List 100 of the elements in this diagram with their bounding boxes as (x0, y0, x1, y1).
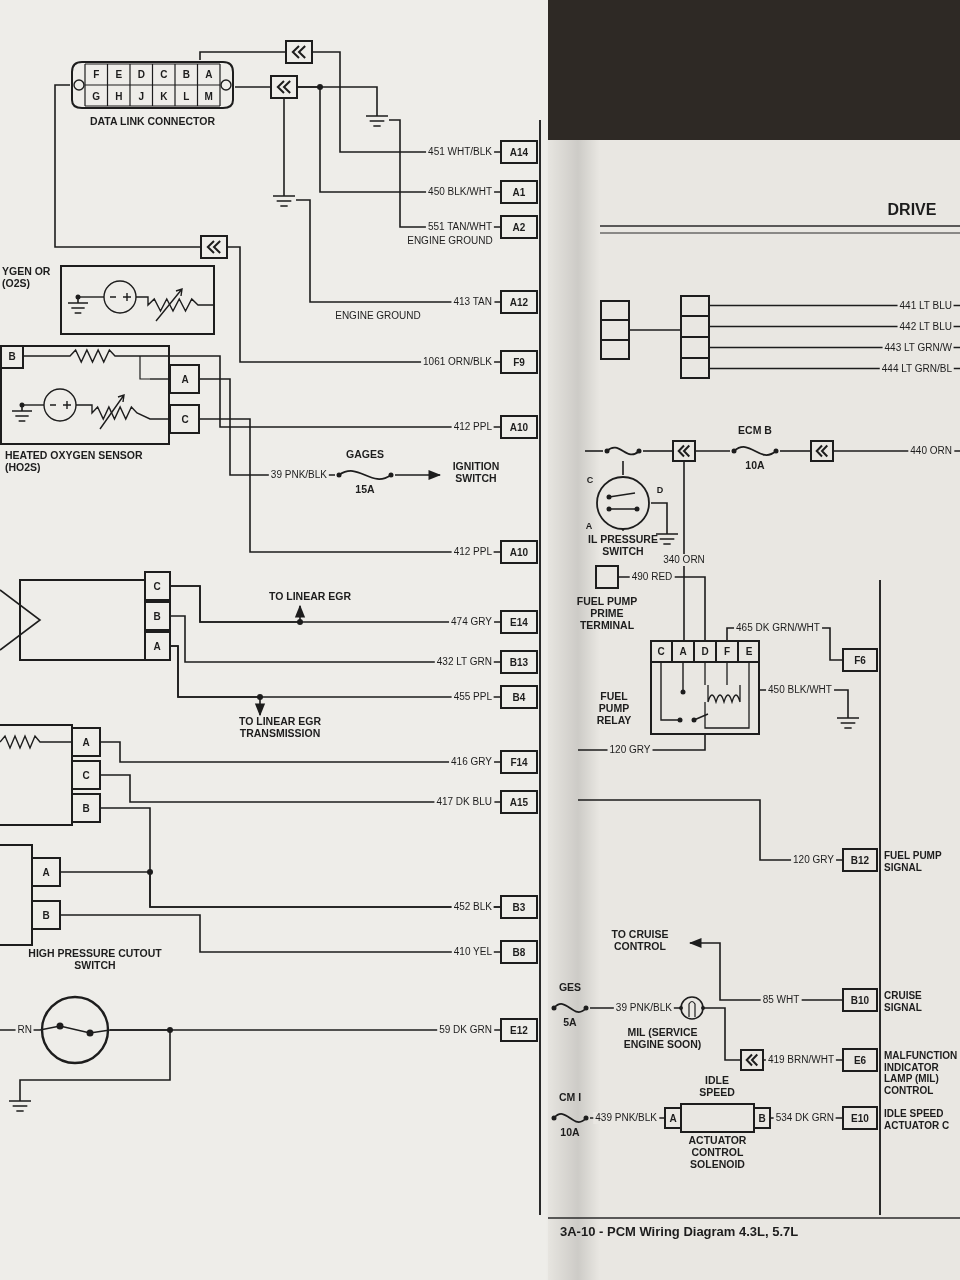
pin-letter: B (182, 68, 190, 80)
wire-label: 410 YEL (451, 946, 494, 958)
page-footer-caption: 3A-10 - PCM Wiring Diagram 4.3L, 5.7L (560, 1224, 799, 1239)
wire (169, 645, 266, 717)
signal-label: FUEL PUMP SIGNAL (884, 850, 943, 873)
ground-label: ENGINE GROUND (335, 309, 421, 321)
component-label: 10A (744, 459, 766, 472)
component-label: ECM B (737, 424, 773, 437)
wire (234, 86, 271, 88)
component-label: 5A (562, 1016, 578, 1029)
component-label: GAGES (345, 448, 385, 461)
wire-label: 490 RED (629, 571, 675, 583)
terminal-tag: A15 (500, 790, 538, 814)
terminal-tag: F9 (500, 350, 538, 374)
signal-label: MALFUNCTION INDICATOR LAMP (MIL) CONTROL (884, 1050, 958, 1096)
pin-letter: A (205, 68, 213, 80)
wire (297, 86, 378, 111)
component-label: MIL (SERVICE ENGINE SOON) (622, 1026, 703, 1051)
terminal-tag: A14 (500, 140, 538, 164)
wire (199, 51, 286, 61)
pin-letter: K (160, 90, 168, 102)
pin-letter: J (138, 90, 145, 102)
wire-label: 412 PPL (451, 546, 494, 558)
wire (169, 585, 306, 623)
pin-letter: A (42, 866, 50, 878)
wire (54, 84, 201, 248)
wire-label: 340 ORN (661, 554, 707, 566)
wire-label: 412 PPL (451, 421, 494, 433)
wire (199, 355, 501, 428)
terminal-tag: B3 (500, 895, 538, 919)
wire-label: 440 ORN (908, 445, 954, 457)
pin-letter: A (181, 373, 189, 385)
wire-label: 551 TAN/WHT (425, 221, 494, 233)
wire-label: 451 WHT/BLK (426, 146, 494, 158)
wire-label: 59 DK GRN (437, 1024, 494, 1036)
wire (394, 469, 442, 481)
signal-label: IDLE SPEED ACTUATOR C (884, 1108, 951, 1131)
wire (59, 871, 501, 908)
pin-letter: D (137, 68, 145, 80)
terminal-tag: B8 (500, 940, 538, 964)
wire-label: 465 DK GRN/WHT (734, 622, 822, 634)
wire (99, 741, 501, 763)
wire (683, 461, 685, 641)
pin-letter: C (181, 413, 189, 425)
pin-letter: E (745, 645, 753, 657)
wire (622, 460, 624, 476)
pin-letter: M (204, 90, 213, 102)
terminal-tag: B13 (500, 650, 538, 674)
component-label: FUEL PUMP RELAY (595, 690, 633, 727)
wire (584, 450, 604, 452)
pin-letter: A (82, 736, 90, 748)
pin-letter: F (723, 645, 731, 657)
wire-label: 1061 ORN/BLK (421, 356, 494, 368)
wire (650, 502, 668, 529)
wire-label: 474 GRY (449, 616, 494, 628)
component-label: GES (557, 981, 583, 994)
pin-letter: C (153, 580, 161, 592)
pin-letter: D (701, 645, 709, 657)
ground-label: ENGINE GROUND (407, 234, 493, 246)
pin-letter: B (8, 350, 16, 362)
callout-text: TO CRUISE CONTROL (590, 928, 690, 958)
component-label: YGEN OR (O2S) (2, 265, 52, 290)
wire (19, 1029, 171, 1096)
pin-letter: A (679, 645, 687, 657)
callout-text: TO LINEAR EGR (250, 590, 370, 606)
pin-letter: B (758, 1112, 766, 1124)
component-label: DATA LINK CONNECTOR (89, 115, 216, 128)
pin-letter: E (115, 68, 123, 80)
component-label: HEATED OXYGEN SENSOR (HO2S) (5, 449, 144, 474)
pin-letter: C (160, 68, 168, 80)
terminal-tag: E10 (842, 1106, 878, 1130)
pin-letter: L (183, 90, 190, 102)
wire (695, 450, 731, 452)
component-label: HIGH PRESSURE CUTOUT SWITCH (27, 947, 163, 972)
component-label: CM I (557, 1091, 583, 1104)
wire-label: 534 DK GRN (773, 1112, 836, 1124)
pin-letter: H (115, 90, 123, 102)
callout-text: TO LINEAR EGR TRANSMISSION (200, 715, 360, 745)
terminal-tag: F6 (842, 648, 878, 672)
terminal-tag: A12 (500, 290, 538, 314)
wire-label: 120 GRY (607, 744, 653, 756)
wire-label: 455 PPL (451, 691, 494, 703)
wire-label: 39 PNK/BLK (268, 469, 329, 481)
terminal-tag: A10 (500, 415, 538, 439)
wire-label: 439 PNK/BLK (593, 1112, 659, 1124)
wire-label: 39 PNK/BLK (613, 1002, 674, 1014)
component-label: FUEL PUMP PRIME TERMINAL (575, 595, 639, 632)
component-label: IDLE SPEED (698, 1074, 736, 1099)
component-label: ACTUATOR CONTROL SOLENOID (687, 1134, 748, 1171)
terminal-tag: A1 (500, 180, 538, 204)
wire-label: 85 WHT (760, 994, 802, 1006)
terminal-tag: A10 (500, 540, 538, 564)
terminal-tag: E12 (500, 1018, 538, 1042)
pin-letter: B (82, 802, 90, 814)
component-label: 15A (354, 483, 376, 496)
terminal-tag: B4 (500, 685, 538, 709)
pin-letter: B (153, 610, 161, 622)
pin-letter: C (657, 645, 665, 657)
wire (629, 329, 681, 331)
signal-label: CRUISE SIGNAL (884, 990, 923, 1013)
